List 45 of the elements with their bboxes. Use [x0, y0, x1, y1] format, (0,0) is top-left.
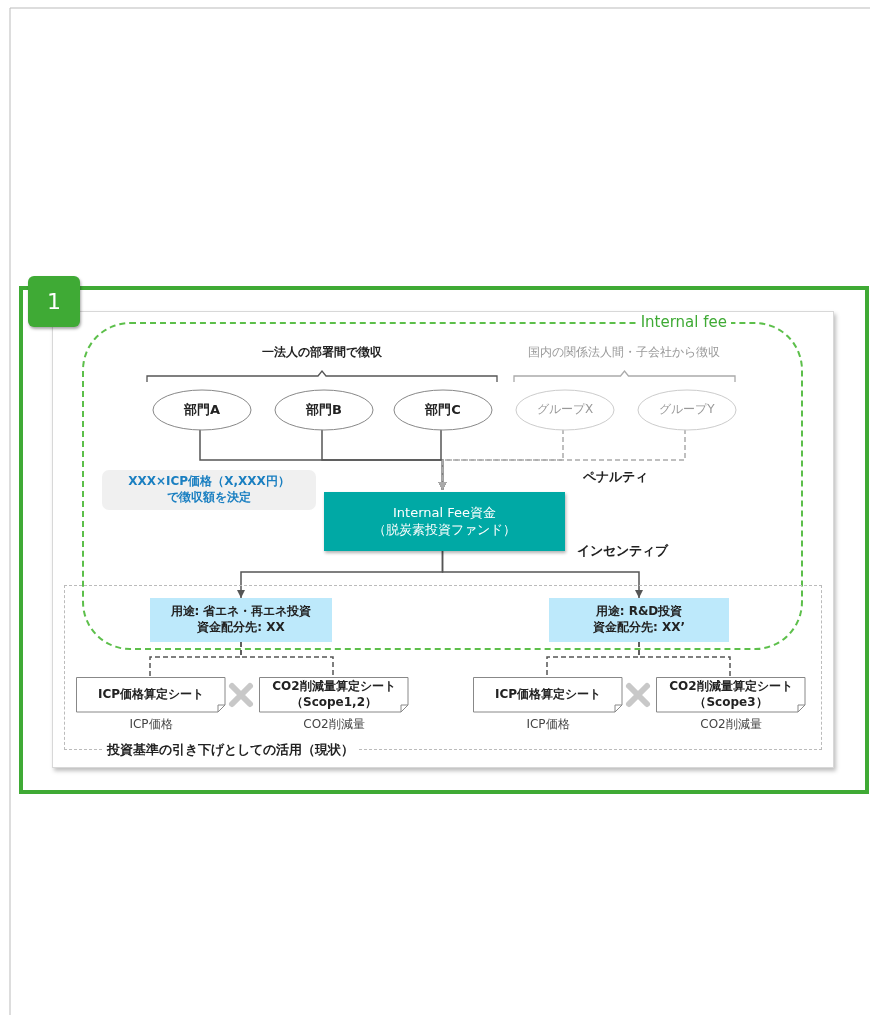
- sheet-caption: CO2削減量: [302, 717, 366, 733]
- annotation-text: 一法人の部署間で徴収: [261, 345, 383, 361]
- node-text: ICP価格算定シート: [97, 687, 205, 703]
- node-text: グループX: [536, 402, 594, 418]
- connector: [441, 548, 643, 599]
- connector: [240, 641, 334, 677]
- department-ellipse: [274, 389, 374, 431]
- region-heading: 投資基準の引き下げとしての活用（現状）: [103, 742, 358, 759]
- node-text: （脱炭素投資ファンド）: [373, 521, 516, 539]
- sheet-caption: CO2削減量: [699, 717, 763, 733]
- node-text: Internal Fee資金: [393, 504, 496, 522]
- node-text: CO2削減量算定シート: [669, 679, 793, 695]
- node-text: グループY: [659, 402, 715, 418]
- sheet-caption: ICP価格: [128, 717, 174, 733]
- allocation-box: [549, 598, 729, 642]
- sheet-box: [76, 677, 226, 713]
- node-text: 部門A: [183, 401, 221, 419]
- node-text: 部門B: [306, 401, 342, 419]
- allocation-box: [150, 598, 332, 642]
- department-ellipse: [393, 389, 493, 431]
- node-text: XXX×ICP価格（X,XXX円）: [128, 474, 290, 490]
- department-ellipse: [152, 389, 252, 431]
- sheet-box: [656, 677, 806, 713]
- sheet-box: [473, 677, 623, 713]
- connector: [638, 641, 731, 677]
- annotation-text: 国内の関係法人間・子会社から徴収: [527, 345, 721, 361]
- node-text: （Scope1,2）: [291, 695, 377, 711]
- annotation-text: インセンティブ: [575, 543, 670, 560]
- node-text: CO2削減量算定シート: [272, 679, 396, 695]
- node-text: ICP価格算定シート: [494, 687, 602, 703]
- annotation-text: ペナルティ: [581, 469, 649, 486]
- fund-box: [324, 492, 565, 551]
- number-badge: 1: [28, 276, 80, 327]
- node-text: 用途: R&D投資: [595, 604, 683, 620]
- group-ellipse: [515, 389, 615, 431]
- sheet-box: [259, 677, 409, 713]
- node-text: 資金配分先: XX: [197, 620, 285, 636]
- node-text: 資金配分先: XX’: [592, 620, 685, 636]
- connector: [438, 428, 686, 491]
- node-text: （Scope3）: [694, 695, 768, 711]
- group-ellipse: [637, 389, 737, 431]
- node-text: 部門C: [425, 401, 461, 419]
- sheet-caption: ICP価格: [525, 717, 571, 733]
- node-text: で徴収額を決定: [167, 490, 251, 506]
- node-text: 用途: 省エネ・再エネ投資: [170, 604, 312, 620]
